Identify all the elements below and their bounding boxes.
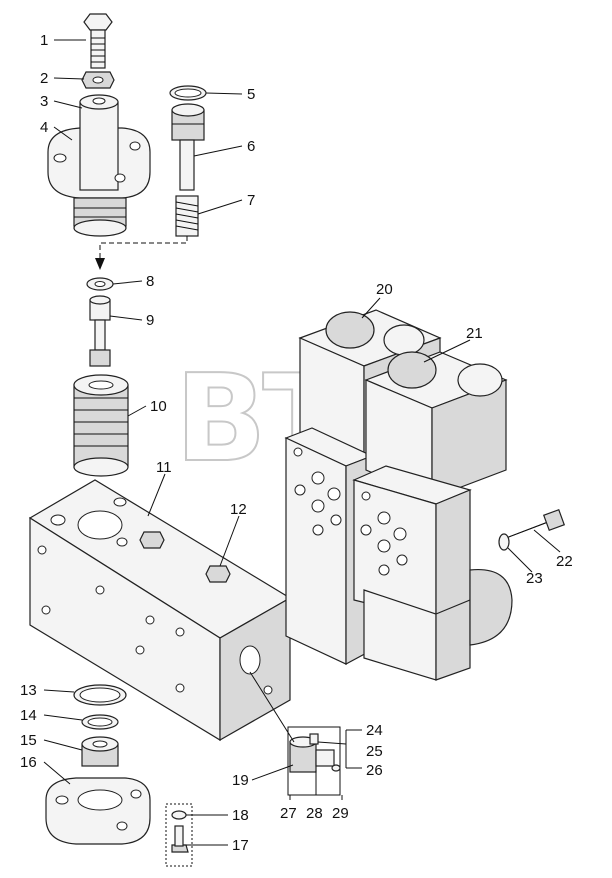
part-5-oring (169, 85, 207, 101)
assembly-arrow-icon (95, 258, 105, 270)
part-14-oring (81, 714, 119, 730)
callout-9: 9 (146, 312, 154, 329)
callout-27: 27 (280, 805, 297, 822)
callout-23: 23 (526, 570, 543, 587)
callout-2: 2 (40, 70, 48, 87)
part-24-29-group-box (287, 726, 341, 796)
callout-18: 18 (232, 807, 249, 824)
leader-lines (43, 39, 561, 846)
callout-28: 28 (306, 805, 323, 822)
callout-labels: 1 2 3 4 5 6 7 8 9 10 11 12 13 14 15 16 1… (20, 32, 573, 854)
callout-7: 7 (247, 192, 255, 209)
callout-19: 19 (232, 772, 249, 789)
callout-14: 14 (20, 707, 37, 724)
callout-11: 11 (156, 459, 172, 476)
part-7-spring (175, 195, 199, 237)
part-9-spool (89, 295, 111, 367)
part-8-washer (86, 277, 114, 291)
callout-5: 5 (247, 86, 255, 103)
part-22-screw (505, 508, 566, 539)
part-19-fitting (289, 733, 341, 773)
part-17-screw (171, 825, 189, 853)
callout-16: 16 (20, 754, 37, 771)
callout-25: 25 (366, 743, 383, 760)
callout-15: 15 (20, 732, 37, 749)
callout-8: 8 (146, 273, 154, 290)
part-10-cartridge (73, 374, 129, 477)
callout-29: 29 (332, 805, 349, 822)
callout-1: 1 (40, 32, 48, 49)
part-1-bolt (83, 13, 113, 69)
assembly-dashed-line (99, 236, 188, 262)
callout-22: 22 (556, 553, 573, 570)
callout-26: 26 (366, 762, 383, 779)
part-2-nut (81, 71, 115, 89)
callout-6: 6 (247, 138, 255, 155)
callout-3: 3 (40, 93, 48, 110)
part-11-plug (139, 531, 165, 549)
callout-10: 10 (150, 398, 167, 415)
part-6-piston (171, 103, 205, 191)
callout-20: 20 (376, 281, 393, 298)
callout-17: 17 (232, 837, 249, 854)
callout-21: 21 (466, 325, 483, 342)
part-11-valve-block (28, 479, 292, 742)
part-15-plug (81, 736, 119, 767)
part-12-plug (205, 565, 231, 583)
part-13-oring (73, 684, 127, 706)
part-16-flange (45, 777, 151, 845)
part-3-4-sleeve-flange (47, 94, 151, 237)
callout-13: 13 (20, 682, 37, 699)
part-18-washer (171, 810, 187, 820)
callout-4: 4 (40, 119, 48, 136)
part-23-washer (498, 533, 510, 551)
part-17-18-group-box (165, 803, 193, 867)
part-21-valve-body (352, 465, 513, 681)
callout-12: 12 (230, 501, 247, 518)
callout-24: 24 (366, 722, 383, 739)
